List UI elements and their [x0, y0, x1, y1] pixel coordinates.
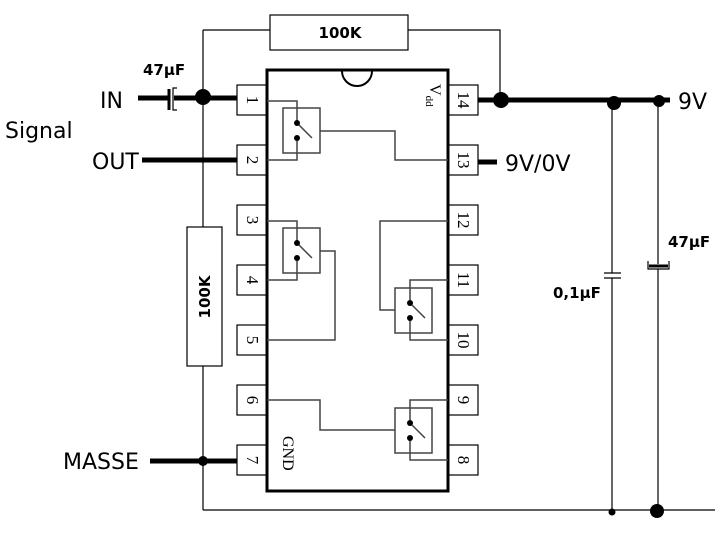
pin-right-3: 11	[447, 264, 479, 296]
pin-number: 14	[454, 92, 473, 110]
pin-left-2: 3	[236, 204, 268, 236]
pin-box	[236, 144, 268, 176]
pin-left-6: 7	[236, 444, 268, 476]
pin-number: 7	[243, 456, 262, 465]
decoupling-capacitor-label: 0,1µF	[553, 284, 601, 302]
supply-capacitor: 47µF	[647, 100, 710, 518]
pin-right-4: 10	[447, 324, 479, 356]
pin-left-3: 4	[236, 264, 268, 296]
ground-junction-dot	[650, 504, 664, 518]
signal-label: Signal	[5, 119, 73, 144]
switch-b	[267, 220, 336, 341]
pin-number: 9	[454, 396, 473, 405]
pin-left-4: 5	[236, 324, 268, 356]
pin-box	[236, 444, 268, 476]
pin-number: 2	[243, 156, 262, 165]
pin-box	[236, 384, 268, 416]
pin-box	[447, 324, 479, 356]
masse-label: MASSE	[63, 450, 139, 475]
pin-right-1: 13	[447, 144, 479, 176]
pin-number: 1	[243, 96, 262, 105]
out-label: OUT	[92, 150, 139, 175]
pin13-output-label: 9V/0V	[505, 152, 571, 177]
input-capacitor-label: 47µF	[143, 61, 185, 79]
ground-junction-dot	[198, 456, 208, 466]
left-resistor: 100K	[186, 30, 223, 510]
pin-number: 12	[454, 212, 473, 229]
left-pins: 1 2 3 4 5 6 7	[236, 84, 268, 476]
pin-box	[447, 144, 479, 176]
switch-a	[267, 100, 448, 161]
left-resistor-label: 100K	[196, 274, 214, 318]
switch-c	[379, 220, 448, 341]
pin-right-0: 14	[447, 84, 479, 116]
pin-number: 6	[243, 396, 262, 405]
vdd-pin-label: Vdd	[423, 84, 443, 107]
pin-number: 4	[243, 276, 262, 285]
top-resistor: 100K	[203, 14, 501, 100]
chip-notch	[341, 70, 373, 87]
input-junction-dot	[195, 89, 211, 105]
input-line: 47µF IN	[100, 61, 245, 114]
rail-junction-dot	[493, 92, 509, 108]
pin-right-6: 8	[447, 444, 479, 476]
pin-number: 11	[454, 272, 473, 288]
pin-number: 3	[243, 216, 262, 225]
input-capacitor-bracket	[172, 87, 177, 111]
pin-box	[447, 84, 479, 116]
pin-left-0: 1	[236, 84, 268, 116]
pin-number: 13	[454, 152, 473, 169]
pin-box	[236, 84, 268, 116]
pin-number: 8	[454, 456, 473, 465]
pin-number: 5	[243, 336, 262, 345]
pin-right-5: 9	[447, 384, 479, 416]
top-resistor-label: 100K	[319, 24, 363, 42]
in-label: IN	[100, 89, 123, 114]
switch-d	[267, 399, 448, 461]
gnd-pin-label: GND	[279, 436, 296, 471]
rail-junction-dot	[607, 96, 621, 110]
pin-box	[447, 204, 479, 236]
supply-rail: 9V	[477, 90, 707, 115]
ground-junction-dot	[608, 508, 616, 516]
pin-box	[236, 204, 268, 236]
pin-box	[447, 384, 479, 416]
right-pins: 14 13 12 11 10 9 8	[447, 84, 479, 476]
vdd-label: 9V	[678, 90, 707, 115]
ic-chip: Vdd GND	[265, 68, 450, 493]
pin-left-5: 6	[236, 384, 268, 416]
pin-right-2: 12	[447, 204, 479, 236]
rail-junction-dot	[653, 95, 665, 107]
supply-capacitor-label: 47µF	[668, 233, 710, 251]
pin-number: 10	[454, 332, 473, 349]
pin-box	[236, 324, 268, 356]
decoupling-capacitor: 0,1µF	[553, 100, 621, 516]
pin-box	[447, 264, 479, 296]
pin-left-1: 2	[236, 144, 268, 176]
